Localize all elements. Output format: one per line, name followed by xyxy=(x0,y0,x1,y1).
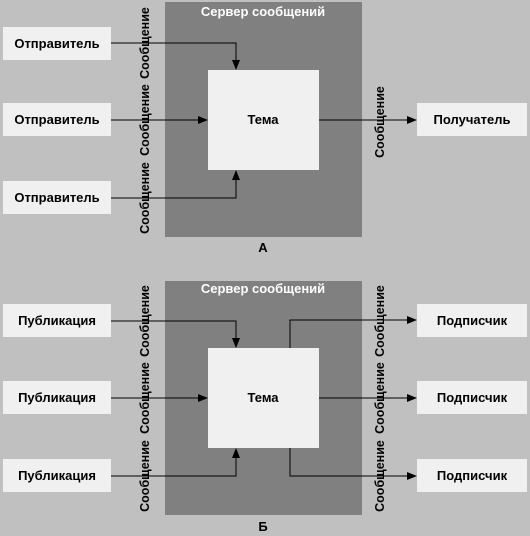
publisher-box xyxy=(3,459,111,492)
panel-b: Сервер сообщений Тема Публикация Публика… xyxy=(3,281,527,534)
topic-label-b: Тема xyxy=(247,390,279,405)
connector-arrow xyxy=(111,320,240,348)
sender-label: Отправитель xyxy=(14,112,99,127)
message-label: Сообщение xyxy=(373,440,387,512)
sender-box xyxy=(3,181,111,214)
message-label: Сообщение xyxy=(138,362,152,434)
sender-box xyxy=(3,103,111,136)
subscriber-label: Подписчик xyxy=(437,313,508,328)
message-label: Сообщение xyxy=(373,285,387,357)
server-title-a: Сервер сообщений xyxy=(201,4,325,19)
subscriber-box xyxy=(417,304,527,337)
publisher-label: Публикация xyxy=(18,390,96,405)
message-label: Сообщение xyxy=(373,86,387,158)
subscriber-box xyxy=(417,381,527,414)
panel-a: Сервер сообщений Тема Отправитель Отправ… xyxy=(3,2,527,255)
server-title-b: Сервер сообщений xyxy=(201,281,325,296)
receiver-label: Получатель xyxy=(434,112,511,127)
publisher-label: Публикация xyxy=(18,313,96,328)
sender-label: Отправитель xyxy=(14,36,99,51)
message-label: Сообщение xyxy=(138,7,152,79)
connector-arrow xyxy=(111,42,240,70)
connector-arrow xyxy=(111,448,240,477)
publisher-label: Публикация xyxy=(18,468,96,483)
topic-label-a: Тема xyxy=(247,112,279,127)
panel-label-a: А xyxy=(258,240,268,255)
sender-label: Отправитель xyxy=(14,190,99,205)
connector-arrow xyxy=(289,316,417,348)
publisher-box xyxy=(3,304,111,337)
topic-box-a xyxy=(208,70,319,170)
message-label: Сообщение xyxy=(138,440,152,512)
receiver-box xyxy=(417,103,527,136)
connector-arrow xyxy=(289,448,417,480)
publisher-box xyxy=(3,381,111,414)
subscriber-label: Подписчик xyxy=(437,390,508,405)
topic-box-b xyxy=(208,348,319,448)
message-label: Сообщение xyxy=(373,362,387,434)
panel-label-b: Б xyxy=(258,519,267,534)
message-label: Сообщение xyxy=(138,162,152,234)
subscriber-label: Подписчик xyxy=(437,468,508,483)
connector-arrow xyxy=(111,170,240,199)
sender-box xyxy=(3,27,111,60)
subscriber-box xyxy=(417,459,527,492)
message-label: Сообщение xyxy=(138,285,152,357)
message-label: Сообщение xyxy=(138,84,152,156)
